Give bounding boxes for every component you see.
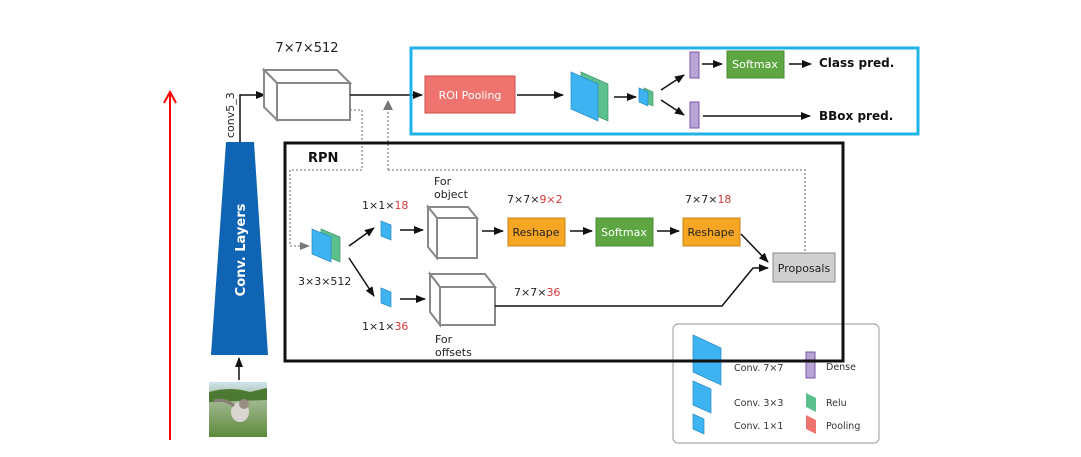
offsets-box xyxy=(427,271,498,328)
legend-pooling-label: Pooling xyxy=(826,421,860,432)
for-offsets-line2: offsets xyxy=(435,346,472,359)
feature-map-dims: 7×7×512 xyxy=(275,41,338,56)
rpn-box xyxy=(283,141,845,363)
arrow-to-class-dense xyxy=(660,74,685,91)
reshape2-dims-prefix: 7×7× xyxy=(685,193,717,206)
arrow-to-offsets-conv xyxy=(348,257,375,297)
arrow-to-bbox-dense xyxy=(660,99,685,116)
roi-pooling-label: ROI Pooling xyxy=(439,89,502,102)
legend-conv1-label: Conv. 1×1 xyxy=(734,421,783,432)
detection-head-box xyxy=(409,46,920,136)
dense-layer-class xyxy=(689,51,700,79)
rpn-obj-conv1-icon xyxy=(380,220,392,241)
for-object-line2: object xyxy=(434,188,469,201)
conv-layers-label: Conv. Layers xyxy=(234,203,249,296)
red-progress-arrow xyxy=(163,89,177,440)
rpn-softmax-box: Softmax xyxy=(595,217,654,247)
rpn-obj-dims-value: 18 xyxy=(394,199,408,212)
reshape1-dims-prefix: 7×7× xyxy=(507,193,539,206)
legend-conv7-label: Conv. 7×7 xyxy=(734,363,783,374)
rpn-conv3-relu-icon xyxy=(311,228,341,263)
for-offsets-line1: For xyxy=(435,333,453,346)
proposals-box: Proposals xyxy=(772,252,836,283)
conv5-3-label: conv5_3 xyxy=(224,92,237,138)
dotted-arrowhead-up xyxy=(383,100,393,110)
rpn-obj-conv-dims: 1×1×18 xyxy=(362,199,408,212)
arrow-conv-to-featuremap xyxy=(239,91,266,142)
head-softmax-box: Softmax xyxy=(726,50,785,79)
rpn-off-conv-dims: 1×1×36 xyxy=(362,320,408,333)
dense-layer-bbox xyxy=(689,101,700,129)
arrow-reshape-to-proposals xyxy=(740,233,769,263)
rpn-off-dims-value: 36 xyxy=(394,320,408,333)
rpn-off-conv1-icon xyxy=(380,287,392,308)
reshape2-label: Reshape xyxy=(687,226,734,239)
for-object-line1: For xyxy=(434,175,452,188)
proposals-label: Proposals xyxy=(778,262,831,275)
input-image-cat xyxy=(209,382,267,437)
arrow-to-objectness-conv xyxy=(348,227,375,247)
class-pred-label: Class pred. xyxy=(819,56,894,70)
legend-conv3-label: Conv. 3×3 xyxy=(734,398,783,409)
reshape2-dims-value: 18 xyxy=(717,193,731,206)
head-conv7-relu-icon xyxy=(570,71,609,122)
reshape1-dims-value: 9×2 xyxy=(539,193,562,206)
reshape2-box: Reshape xyxy=(682,217,741,247)
bbox-pred-label: BBox pred. xyxy=(819,109,893,123)
roi-pooling-box: ROI Pooling xyxy=(424,75,516,114)
dotted-connectors xyxy=(289,103,806,253)
offsets-dims-prefix: 7×7× xyxy=(514,286,546,299)
rpn-title: RPN xyxy=(308,151,338,166)
rpn-conv3-dims: 3×3×512 xyxy=(298,275,351,288)
reshape2-dims: 7×7×18 xyxy=(685,193,731,206)
reshape1-dims: 7×7×9×2 xyxy=(507,193,563,206)
rpn-softmax-label: Softmax xyxy=(601,226,647,239)
reshape1-label: Reshape xyxy=(512,226,559,239)
reshape1-box: Reshape xyxy=(507,217,566,247)
arrow-offsets-to-proposals xyxy=(495,264,769,307)
offsets-dims-value: 36 xyxy=(546,286,560,299)
dotted-arrowhead-right xyxy=(300,242,310,250)
offsets-dims: 7×7×36 xyxy=(514,286,560,299)
head-softmax-label: Softmax xyxy=(732,58,778,71)
legend-dense-icon xyxy=(805,351,816,379)
legend-relu-label: Relu xyxy=(826,398,847,409)
conv-layers-block: Conv. Layers xyxy=(211,142,268,355)
legend-conv3-icon xyxy=(692,380,712,414)
feature-map-box xyxy=(261,67,353,123)
legend-dense-label: Dense xyxy=(826,362,856,373)
legend-conv1-icon xyxy=(692,413,705,435)
objectness-box xyxy=(425,204,480,261)
head-conv1-relu-icon xyxy=(638,87,654,107)
legend-relu-icon xyxy=(806,393,816,412)
rpn-off-dims-prefix: 1×1× xyxy=(362,320,394,333)
rpn-obj-dims-prefix: 1×1× xyxy=(362,199,394,212)
legend-pooling-icon xyxy=(806,415,816,434)
legend: Conv. 7×7 Conv. 3×3 Conv. 1×1 Dense Relu… xyxy=(672,323,880,444)
